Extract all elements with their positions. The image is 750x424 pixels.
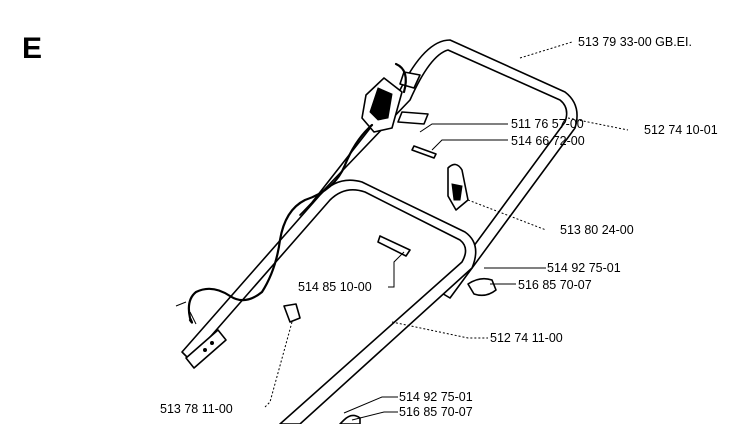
section-letter: E — [22, 32, 42, 65]
callout-513-79-33-00: 513 79 33-00 GB.EI. — [578, 35, 692, 49]
callout-514-66-72-00: 514 66 72-00 — [511, 134, 585, 148]
bolt-514-66-72 — [411, 145, 437, 159]
callout-514-92-75-01-upper: 514 92 75-01 — [547, 261, 621, 275]
callout-516-85-70-07-upper: 516 85 70-07 — [518, 278, 592, 292]
callout-516-85-70-07-lower: 516 85 70-07 — [399, 405, 473, 419]
callout-514-92-75-01-lower: 514 92 75-01 — [399, 390, 473, 404]
callout-514-85-10-00: 514 85 10-00 — [298, 280, 372, 294]
bolt-514-85-10 — [377, 235, 411, 257]
clip-513-78-11 — [283, 303, 301, 323]
knob-lower — [339, 414, 361, 424]
knob-upper — [467, 277, 497, 297]
control-box — [361, 62, 429, 133]
lower-handle — [181, 179, 477, 424]
callout-513-78-11-00: 513 78 11-00 — [160, 402, 233, 416]
callout-512-74-11-00: 512 74 11-00 — [490, 331, 563, 345]
clip-513-80-24 — [447, 163, 469, 211]
cable — [187, 123, 374, 324]
callout-513-80-24-00: 513 80 24-00 — [560, 223, 634, 237]
callout-511-76-57-00: 511 76 57-00 — [511, 117, 584, 131]
callout-512-74-10-01: 512 74 10-01 — [644, 123, 718, 137]
upper-handle — [299, 39, 578, 299]
